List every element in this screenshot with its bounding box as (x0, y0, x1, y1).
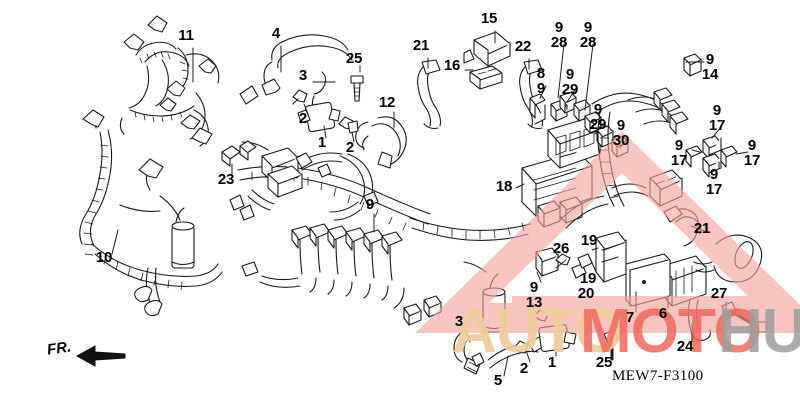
callout-top: 9 (565, 66, 575, 83)
callout-top: 9 (674, 137, 684, 154)
callout-c11: 11 (178, 27, 194, 44)
callout-c1a: 1 (317, 134, 327, 151)
callout-c3t: 3 (298, 67, 308, 84)
callout-top: 9 (705, 51, 715, 68)
callout-c16: 16 (443, 57, 461, 74)
callout-c7: 7 (625, 309, 635, 326)
callout-bottom: 28 (550, 34, 568, 52)
callout-c27: 27 (710, 285, 728, 302)
callout-c19a: 19 (580, 232, 598, 249)
callout-c21t: 21 (412, 37, 430, 54)
callout-c2b: 2 (345, 139, 355, 156)
callout-c20: 20 (577, 285, 595, 302)
callout-bottom: 9 (536, 80, 546, 98)
callout-top: 9 (529, 279, 539, 296)
callout-c5: 5 (493, 372, 503, 389)
callout-c12: 12 (378, 94, 396, 111)
callout-bottom: 29 (561, 81, 579, 99)
callout-c2c: 2 (519, 360, 529, 377)
callout-c25b: 25 (595, 354, 613, 371)
callout-top: 9 (554, 19, 564, 36)
callout-bottom: 17 (708, 117, 726, 135)
callout-c22: 22 (514, 38, 532, 55)
callout-c24: 24 (676, 338, 694, 355)
part-number-caption: MEW7-F3100 (612, 368, 704, 384)
front-direction-arrow (75, 345, 126, 367)
callout-c1b: 1 (547, 354, 557, 371)
callout-top: 9 (583, 19, 593, 36)
callout-c9c: 9 (365, 196, 375, 213)
callout-c2a: 2 (298, 110, 308, 127)
callout-top: 8 (536, 65, 546, 82)
callout-top: 9 (593, 101, 603, 118)
callout-bottom: 30 (612, 132, 630, 150)
callout-bottom: 17 (743, 152, 761, 170)
callout-bottom: 13 (525, 294, 543, 312)
callout-c4: 4 (271, 25, 281, 42)
callout-c18: 18 (495, 178, 513, 195)
callout-c3b: 3 (454, 313, 464, 330)
callout-c19b: 19 (579, 270, 597, 287)
callout-bottom: 28 (579, 34, 597, 52)
callout-c6: 6 (658, 305, 668, 322)
callout-c25t: 25 (345, 50, 363, 67)
callout-bottom: 14 (701, 66, 719, 84)
callout-c10: 10 (95, 249, 113, 266)
front-direction-label: FR. (45, 338, 73, 359)
callout-c15: 15 (480, 10, 498, 27)
callout-top: 9 (712, 102, 722, 119)
callout-c23: 23 (217, 171, 235, 188)
callout-c21b: 21 (693, 220, 711, 237)
callout-top: 9 (747, 137, 757, 154)
callout-top: 9 (616, 117, 626, 134)
callout-bottom: 17 (670, 152, 688, 170)
callout-c26: 26 (552, 240, 570, 257)
callout-bottom: 29 (589, 116, 607, 134)
callout-bottom: 17 (705, 181, 723, 199)
callout-top: 9 (709, 166, 719, 183)
